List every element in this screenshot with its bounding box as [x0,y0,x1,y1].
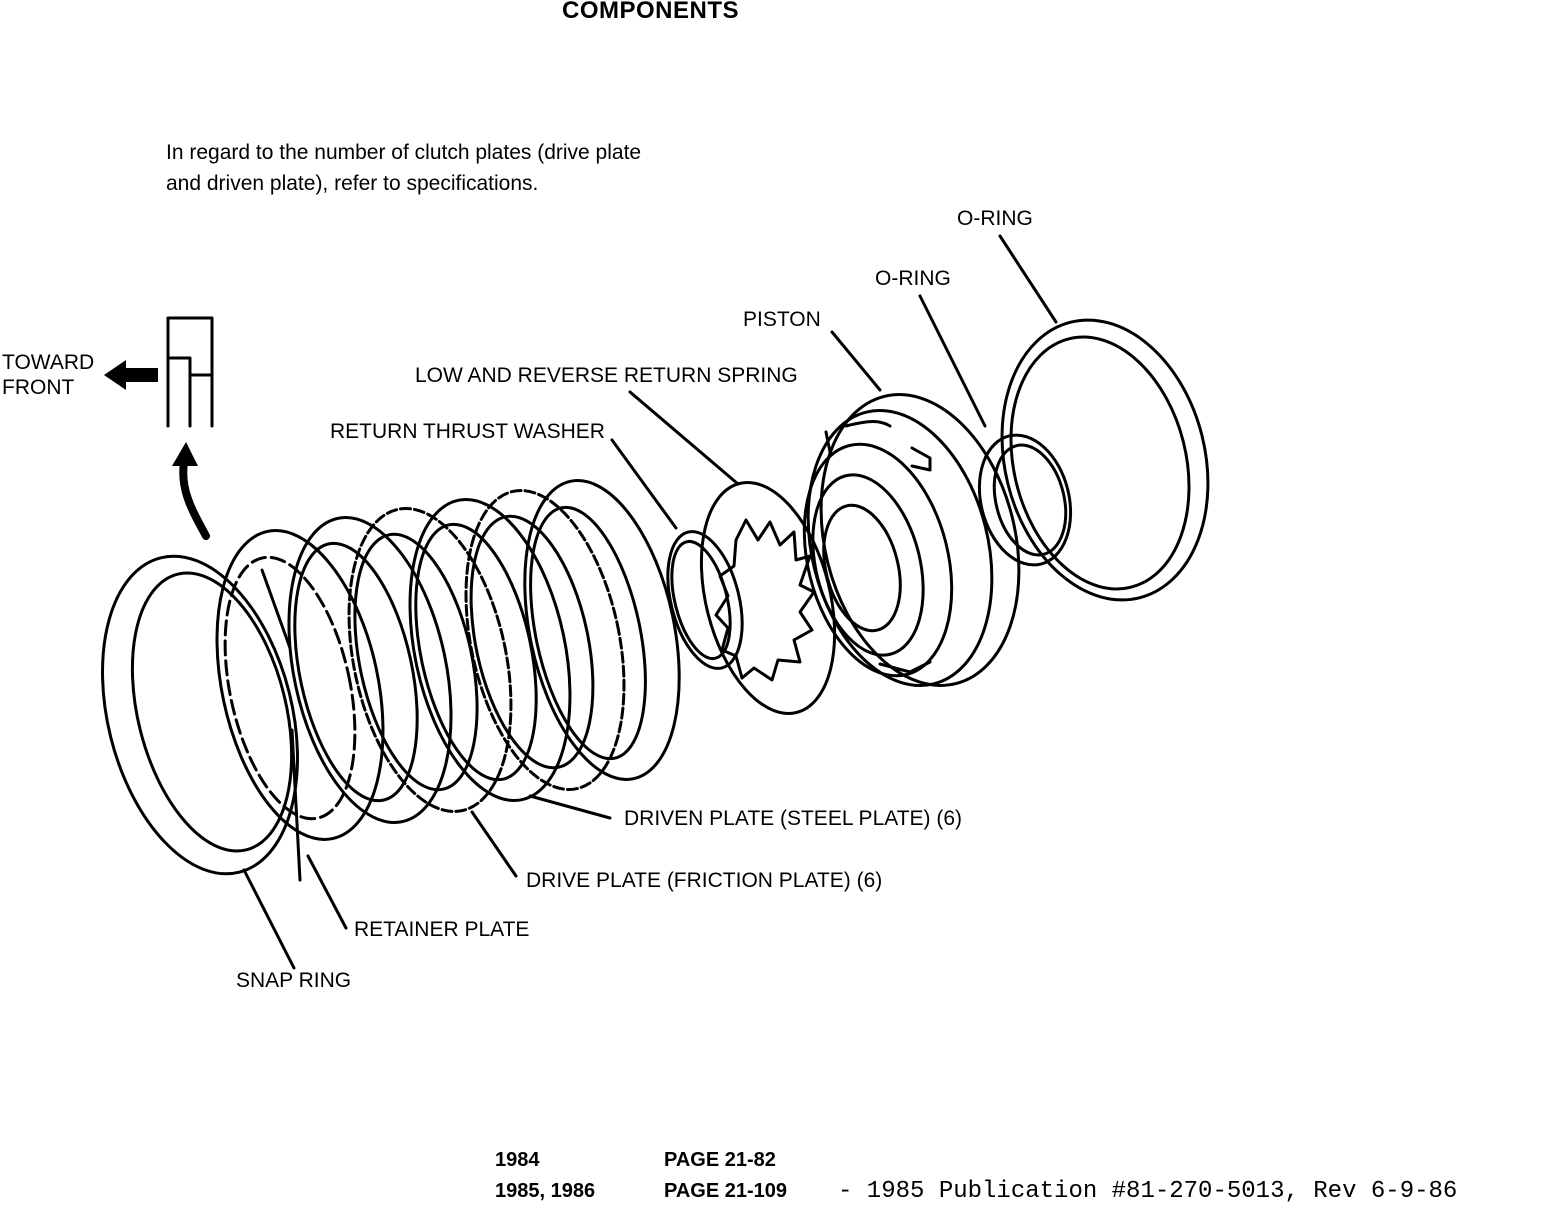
driven-plate-middle [408,498,572,802]
footer-year-1: 1984 [495,1149,540,1171]
note-line-1: In regard to the number of clutch plates… [166,141,642,164]
case-orientation-icon [166,316,214,428]
toward-front-line-1: TOWARD [2,351,95,374]
toward-front-label: TOWARD FRONT [2,350,94,400]
label-drive-plate: DRIVE PLATE (FRICTION PLATE) (6) [526,869,883,892]
leader-retainer-plate [306,854,348,930]
label-return-spring: LOW AND REVERSE RETURN SPRING [415,364,798,387]
label-o-ring-inner: O-RING [875,267,951,290]
curved-up-arrow-icon [172,442,210,540]
leader-drive-plate [470,810,518,878]
clutch-plate-note: In regard to the number of clutch plates… [166,137,641,199]
clutch-plate-stack [101,479,681,882]
leader-lines [242,234,1058,970]
page-title: COMPONENTS [562,0,740,24]
label-driven-plate: DRIVEN PLATE (STEEL PLATE) (6) [624,807,963,830]
label-retainer-plate: RETAINER PLATE [354,918,530,941]
footer-page-1: PAGE 21-82 [664,1149,776,1171]
leader-snap-ring [242,868,296,970]
label-piston: PISTON [743,308,821,331]
footer-year-2: 1985, 1986 [495,1180,596,1202]
leader-return-spring [628,390,740,486]
leader-o-ring-inner [918,294,987,428]
leader-driven-plate [528,794,612,820]
footer-publication: - 1985 Publication #81-270-5013, Rev 6-9… [838,1178,1458,1205]
label-thrust-washer: RETURN THRUST WASHER [330,420,605,443]
toward-front-line-2: FRONT [2,376,75,399]
low-reverse-return-spring [699,481,837,715]
footer-page-2: PAGE 21-109 [664,1180,788,1202]
driven-plate-front [287,516,453,824]
o-ring-inner [977,433,1073,567]
snap-ring [101,554,302,882]
leader-o-ring-outer [998,234,1058,324]
label-snap-ring: SNAP RING [236,969,352,992]
leader-thrust-washer [610,438,678,530]
leader-piston [830,330,882,392]
label-o-ring-outer: O-RING [957,207,1033,230]
note-line-2: and driven plate), refer to specificatio… [166,172,539,195]
retainer-plate [215,529,385,841]
o-ring-outer [1000,318,1210,602]
drive-plate-middle [347,507,513,813]
piston [802,393,1021,687]
toward-front-arrow-icon [104,360,158,390]
